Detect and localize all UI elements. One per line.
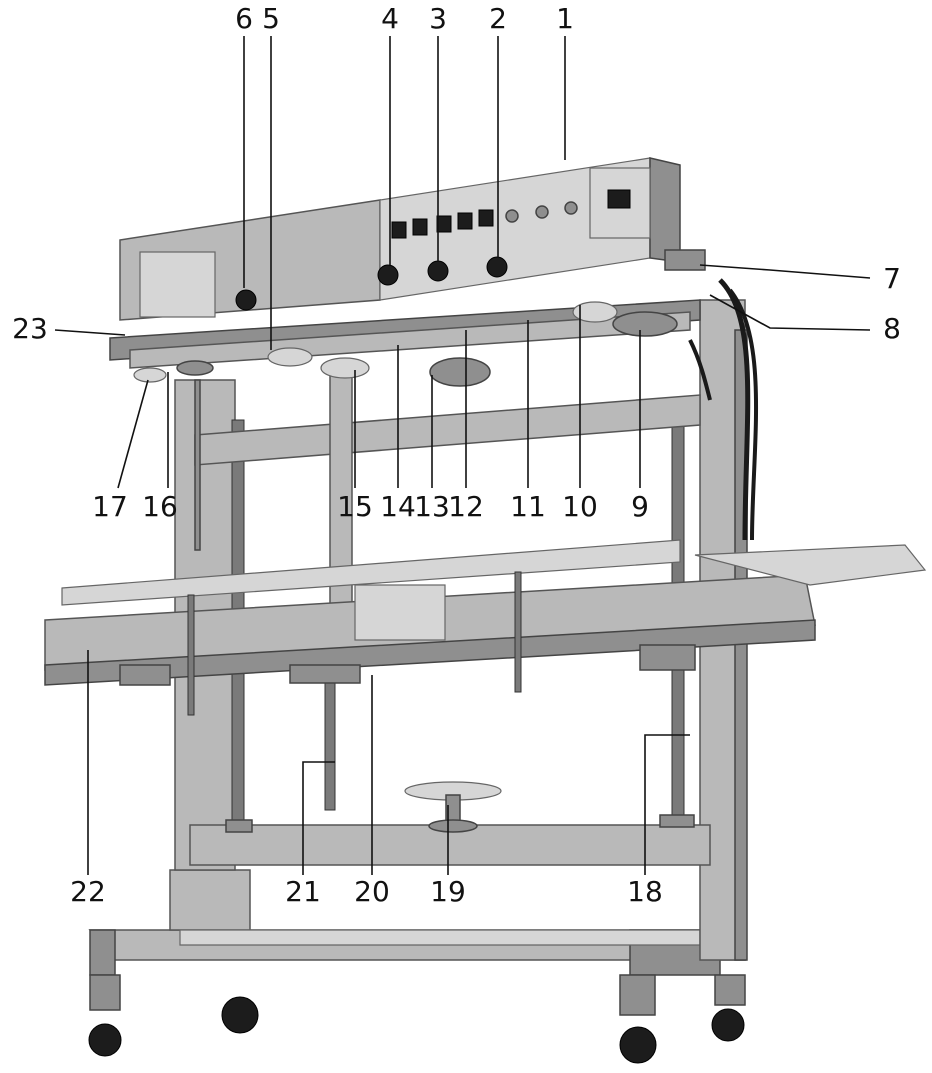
- callout-numbers: 1 2 3 4 5 6 7 8 9 10 11 12 13 14 15 16 1…: [12, 2, 901, 908]
- callout-19: 19: [430, 875, 466, 908]
- leader-8: [709, 294, 871, 331]
- callout-12: 12: [448, 490, 484, 523]
- upper-crossbar: [194, 394, 701, 466]
- leader-18: [644, 734, 690, 875]
- callout-21: 21: [285, 875, 321, 908]
- callout-6: 6: [235, 2, 253, 35]
- callout-20: 20: [354, 875, 390, 908]
- callout-14: 14: [380, 490, 416, 523]
- callout-17: 17: [92, 490, 128, 523]
- left-guide-bar: [194, 379, 201, 551]
- callout-leaders: [54, 36, 871, 875]
- callout-22: 22: [70, 875, 106, 908]
- leader-23: [54, 329, 126, 336]
- callout-10: 10: [562, 490, 598, 523]
- callout-2: 2: [489, 2, 507, 35]
- callout-16: 16: [142, 490, 178, 523]
- cables: [688, 278, 759, 541]
- leader-21: [302, 761, 335, 875]
- callout-1: 1: [556, 2, 574, 35]
- callout-9: 9: [631, 490, 649, 523]
- center-shaft: [324, 679, 336, 811]
- leader-7: [699, 264, 871, 279]
- conveyor-table: [44, 539, 927, 716]
- handwheel: [404, 781, 502, 833]
- caster-wheels: [88, 974, 746, 1064]
- callout-13: 13: [414, 490, 450, 523]
- callout-11: 11: [510, 490, 546, 523]
- callout-5: 5: [262, 2, 280, 35]
- callout-8: 8: [883, 312, 901, 345]
- callout-23: 23: [12, 312, 48, 345]
- housing-knobs: [235, 256, 508, 311]
- callout-15: 15: [337, 490, 373, 523]
- callout-18: 18: [627, 875, 663, 908]
- machine-illustration: [44, 157, 927, 1064]
- head-housing: [119, 157, 681, 321]
- callout-3: 3: [429, 2, 447, 35]
- pulleys: [133, 301, 678, 387]
- callout-4: 4: [381, 2, 399, 35]
- control-panel: [391, 189, 631, 239]
- leader-17: [117, 379, 149, 489]
- callout-7: 7: [883, 262, 901, 295]
- base-frame: [88, 869, 747, 976]
